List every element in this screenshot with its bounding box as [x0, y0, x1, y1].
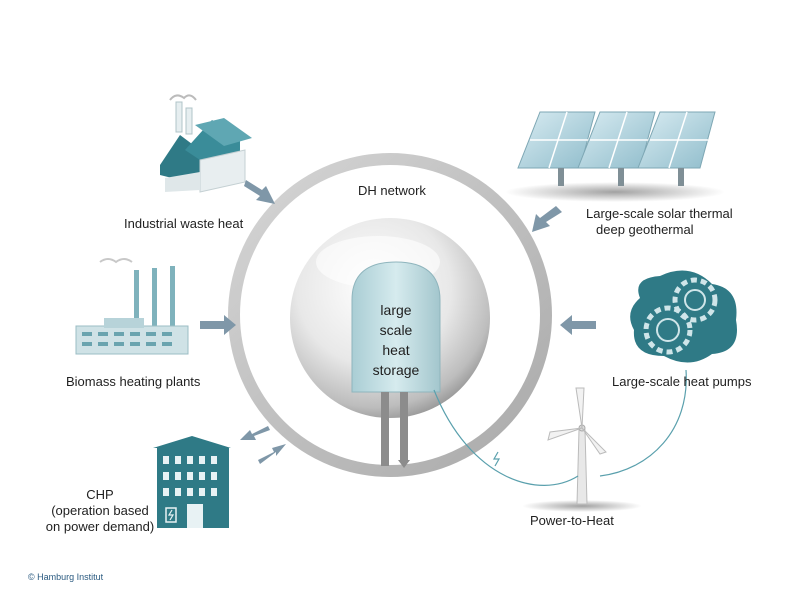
- arrow-chp-in: [258, 444, 286, 464]
- storage-line: storage: [372, 362, 420, 378]
- storage-line: heat: [382, 342, 410, 358]
- solar-label: Large-scale solar thermal deep geotherma…: [586, 206, 756, 238]
- storage-label: large scale heat storage: [353, 300, 439, 380]
- arrow-solar: [532, 206, 562, 232]
- dh-network-label: DH network: [358, 183, 426, 198]
- heat-pumps-label: Large-scale heat pumps: [612, 374, 752, 389]
- power-to-heat-label: Power-to-Heat: [530, 513, 614, 528]
- solar-panel-icon: [505, 111, 725, 202]
- storage-line: large: [380, 302, 412, 318]
- lightning-icon: [492, 451, 501, 467]
- flow-arrows: [200, 180, 596, 464]
- biomass-label: Biomass heating plants: [66, 374, 201, 389]
- power-line-storage: [433, 389, 579, 486]
- power-line-heat-pumps: [599, 369, 687, 477]
- arrow-biomass: [200, 315, 236, 335]
- dh-network-ring: [228, 153, 552, 477]
- arrow-industrial: [244, 180, 275, 204]
- storage-line: scale: [379, 322, 413, 338]
- factory-icon: [160, 94, 252, 193]
- heat-storage-tank: [351, 261, 441, 468]
- biomass-plant-icon: [75, 258, 189, 355]
- arrow-chp-out: [240, 426, 270, 440]
- chp-label-line1: CHP: [86, 487, 114, 502]
- copyright-notice: © Hamburg Institut: [28, 572, 104, 582]
- chp-building-icon: [153, 436, 231, 528]
- industrial-waste-heat-label: Industrial waste heat: [124, 216, 244, 231]
- heat-pump-gears-icon: [630, 270, 737, 363]
- wind-turbine-icon: [522, 387, 642, 512]
- chp-label: CHP (operation based on power demand): [40, 487, 160, 535]
- arrow-heat-pumps: [560, 315, 596, 335]
- solar-label-line1: Large-scale solar thermal: [586, 206, 733, 221]
- chp-label-line2: (operation based: [51, 503, 149, 518]
- solar-label-line2: deep geothermal: [596, 222, 694, 237]
- chp-label-line3: on power demand): [45, 519, 155, 534]
